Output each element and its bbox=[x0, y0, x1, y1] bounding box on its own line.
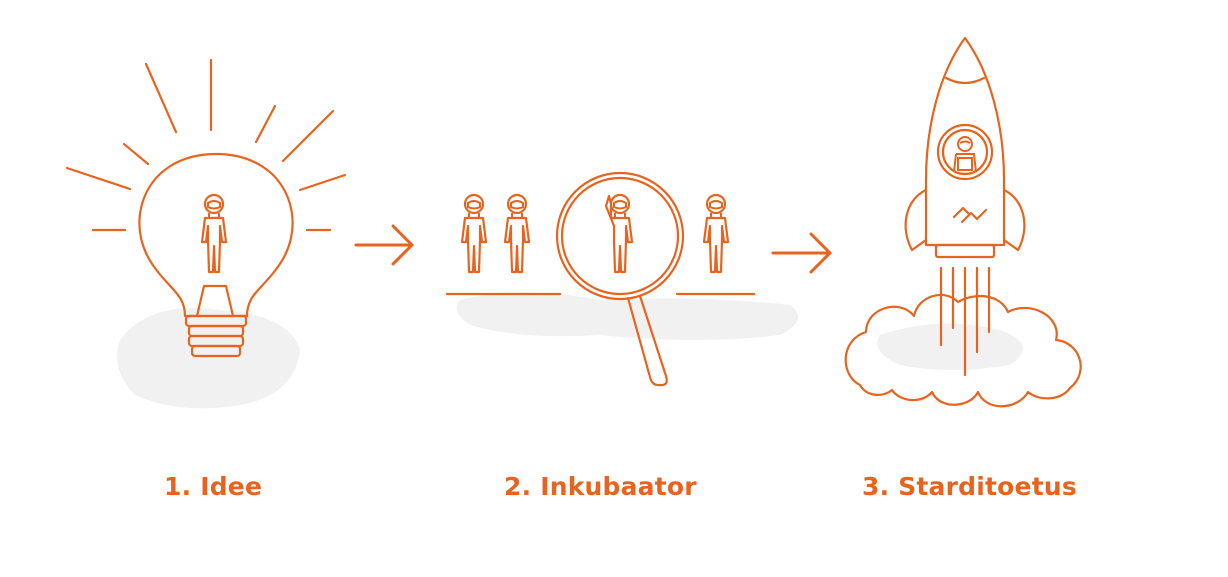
person-raised-hand-icon bbox=[604, 193, 634, 274]
rocket-icon bbox=[844, 36, 1082, 408]
background-smudges bbox=[117, 292, 1023, 409]
step-label-idee: 1. Idee bbox=[164, 472, 263, 501]
arrow-right-icon bbox=[771, 232, 832, 274]
person-icon bbox=[702, 193, 730, 274]
smudge-shape bbox=[117, 308, 300, 409]
astronaut-in-window-icon bbox=[953, 136, 977, 173]
step-label-starditoetus: 3. Starditoetus bbox=[862, 472, 1077, 501]
lightbulb-icon bbox=[65, 58, 347, 358]
person-icon bbox=[503, 193, 531, 274]
person-icon bbox=[460, 193, 488, 274]
smudge-shape bbox=[877, 323, 1023, 370]
arrow-right-icon bbox=[354, 224, 414, 266]
person-icon bbox=[200, 193, 228, 274]
step-label-inkubaator: 2. Inkubaator bbox=[504, 472, 697, 501]
magnifier-icon bbox=[445, 171, 756, 387]
smudge-shape bbox=[456, 292, 798, 340]
